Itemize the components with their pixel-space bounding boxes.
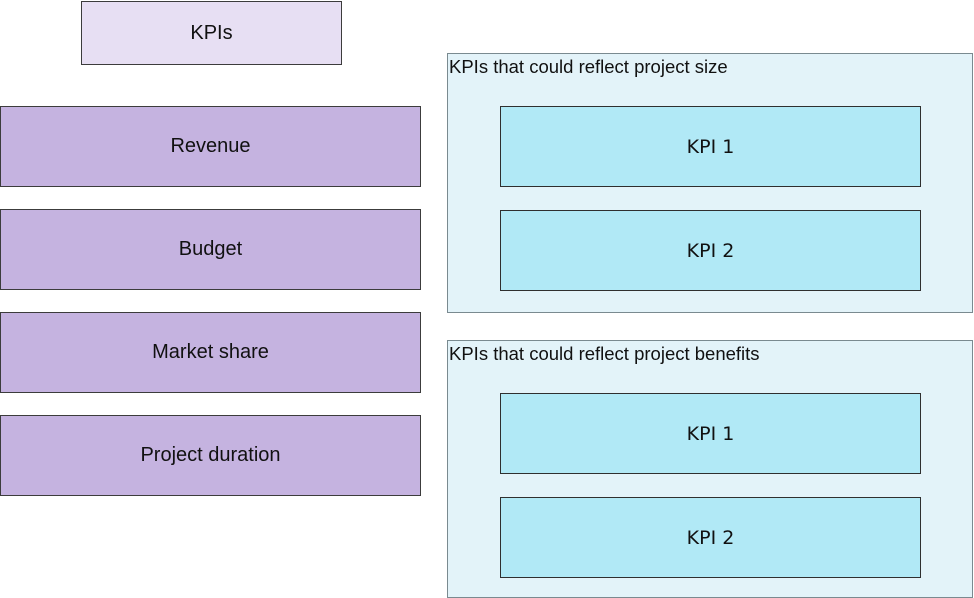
- drop-slot-benefits-kpi-1[interactable]: KPI 1: [500, 393, 921, 474]
- slot-label: KPI 1: [686, 135, 735, 158]
- draggable-item-project-duration[interactable]: Project duration: [0, 415, 421, 496]
- item-label: Revenue: [170, 135, 251, 157]
- group-project-benefits: KPIs that could reflect project benefits…: [447, 340, 973, 598]
- slot-label: KPI 1: [686, 422, 735, 445]
- draggable-item-revenue[interactable]: Revenue: [0, 106, 421, 187]
- item-label: Project duration: [140, 444, 281, 466]
- group-project-size: KPIs that could reflect project size KPI…: [447, 53, 973, 313]
- draggable-item-budget[interactable]: Budget: [0, 209, 421, 290]
- kpis-header: KPIs: [81, 1, 342, 65]
- group-title: KPIs that could reflect project benefits: [449, 343, 760, 364]
- slot-label: KPI 2: [686, 526, 735, 549]
- item-label: Budget: [178, 238, 243, 260]
- drop-slot-benefits-kpi-2[interactable]: KPI 2: [500, 497, 921, 578]
- item-label: Market share: [152, 341, 269, 363]
- kpis-header-label: KPIs: [190, 21, 233, 44]
- slot-label: KPI 2: [686, 239, 735, 262]
- drop-slot-size-kpi-1[interactable]: KPI 1: [500, 106, 921, 187]
- draggable-item-market-share[interactable]: Market share: [0, 312, 421, 393]
- group-title: KPIs that could reflect project size: [449, 56, 728, 77]
- drop-slot-size-kpi-2[interactable]: KPI 2: [500, 210, 921, 291]
